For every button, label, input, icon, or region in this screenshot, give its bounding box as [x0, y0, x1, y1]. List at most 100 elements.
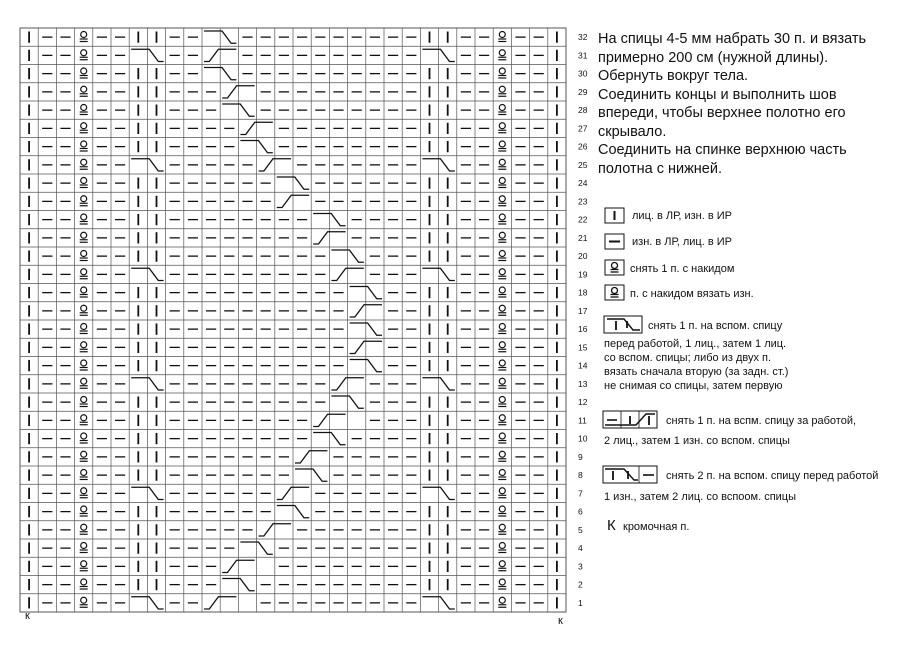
- cable-cross: [349, 340, 382, 355]
- slip-stitch: [80, 322, 88, 331]
- slip-stitch: [498, 395, 506, 404]
- cable-cross: [422, 596, 455, 610]
- instructions-text: На спицы 4-5 мм набрать 30 п. и вязать п…: [598, 30, 894, 178]
- row-number: 4: [578, 543, 583, 553]
- cable-cross: [222, 577, 255, 592]
- purl-yarnover-icon: [604, 284, 625, 301]
- slip-stitch: [80, 450, 88, 458]
- slip-stitch: [498, 249, 506, 258]
- cable-cross: [313, 431, 346, 446]
- slip-stitch: [80, 286, 88, 294]
- cable-cross: [331, 267, 364, 282]
- legend-cross-front-line1: снять 1 п. на вспом. спицу: [648, 320, 783, 332]
- row-number: 10: [578, 434, 588, 444]
- cable-cross: [331, 249, 364, 263]
- slip-stitch: [80, 560, 88, 568]
- row-number: 6: [578, 507, 583, 517]
- slip-stitch: [80, 67, 88, 75]
- cross-front-symbol-icon: [603, 315, 643, 334]
- cable-cross: [276, 176, 310, 190]
- slip-with-yarnover-icon: [604, 259, 625, 276]
- slip-stitch: [498, 176, 506, 185]
- row-number: 11: [578, 415, 587, 425]
- slip-stitch: [498, 85, 506, 93]
- row-number: 15: [578, 342, 588, 352]
- slip-stitch: [80, 304, 88, 312]
- cable-cross: [204, 66, 237, 81]
- row-number: 32: [578, 32, 588, 42]
- instruction-line: Обернуть вокруг тела.: [598, 68, 749, 84]
- legend-edge-symbol: К: [607, 517, 616, 534]
- cable-cross: [240, 121, 273, 136]
- cable-cross: [131, 48, 164, 63]
- slip-stitch: [498, 487, 506, 495]
- slip-stitch: [80, 122, 88, 130]
- cable-cross: [313, 231, 346, 245]
- row-number: 12: [578, 397, 588, 407]
- cable-cross: [422, 158, 455, 172]
- slip-stitch: [80, 158, 88, 166]
- instruction-line: впереди, чтобы верхнее полотно его: [598, 105, 846, 121]
- slip-stitch: [498, 523, 506, 531]
- cable-cross: [204, 30, 237, 44]
- slip-stitch: [80, 578, 88, 586]
- legend-edge-label: кромочная п.: [623, 521, 690, 533]
- legend-cross-front2-line2: 1 изн., затем 2 лиц. со вспоом. спицы: [604, 491, 797, 503]
- instruction-line: На спицы 4-5 мм набрать 30 п. и вязать: [598, 31, 867, 47]
- slip-stitch: [498, 67, 506, 75]
- legend-cross-front-line3: со вспом. спицы; либо из двух п.: [604, 352, 772, 364]
- slip-stitch: [498, 140, 506, 148]
- slip-stitch: [498, 286, 506, 294]
- row-number: 9: [578, 452, 583, 462]
- slip-stitch: [498, 450, 506, 458]
- slip-stitch: [498, 359, 506, 367]
- slip-stitch: [80, 468, 88, 477]
- cable-cross: [204, 48, 237, 63]
- cable-cross: [422, 377, 455, 391]
- cable-cross: [131, 486, 164, 501]
- slip-stitch: [80, 359, 88, 367]
- slip-stitch: [498, 268, 506, 276]
- cable-cross: [295, 468, 328, 482]
- cable-cross: [349, 304, 382, 318]
- row-number: 23: [578, 196, 588, 206]
- row-number: 20: [578, 251, 588, 261]
- slip-stitch: [498, 414, 506, 422]
- slip-stitch: [498, 341, 506, 349]
- slip-stitch: [80, 140, 88, 148]
- slip-stitch: [80, 505, 88, 513]
- slip-stitch: [80, 414, 88, 422]
- knit-symbol-icon: [604, 207, 625, 224]
- slip-stitch: [80, 523, 88, 531]
- instruction-line: Соединить на спинке верхнюю часть: [598, 142, 847, 158]
- slip-stitch: [498, 322, 506, 331]
- slip-stitch: [80, 176, 88, 185]
- legend-purl-label: изн. в ЛР, лиц. в ИР: [632, 236, 732, 248]
- cable-cross: [422, 48, 455, 63]
- cable-cross: [276, 504, 310, 519]
- slip-stitch: [80, 195, 88, 203]
- legend-slip-purl-label: п. с накидом вязать изн.: [630, 288, 754, 300]
- slip-stitch: [80, 103, 88, 112]
- cable-cross: [222, 85, 255, 99]
- row-number: 22: [578, 215, 588, 225]
- row-number: 3: [578, 561, 583, 571]
- row-number: 30: [578, 69, 588, 79]
- cable-cross: [349, 285, 382, 300]
- slip-stitch: [498, 49, 506, 57]
- row-number: 8: [578, 470, 583, 480]
- row-number: 7: [578, 488, 583, 498]
- row-number: 25: [578, 160, 588, 170]
- row-number: 14: [578, 361, 588, 371]
- cable-cross: [313, 212, 346, 227]
- cable-cross: [131, 596, 164, 610]
- legend-cross-back-line1: снять 1 п. на вспм. спицу за работой,: [666, 415, 857, 427]
- slip-stitch: [80, 487, 88, 495]
- slip-stitch: [80, 541, 88, 550]
- row-number: 24: [578, 178, 588, 188]
- row-number: 13: [578, 379, 588, 389]
- slip-stitch: [498, 195, 506, 203]
- legend-cross-back-line2: 2 лиц., затем 1 изн. со вспом. спицы: [604, 435, 790, 447]
- slip-stitch: [80, 30, 88, 39]
